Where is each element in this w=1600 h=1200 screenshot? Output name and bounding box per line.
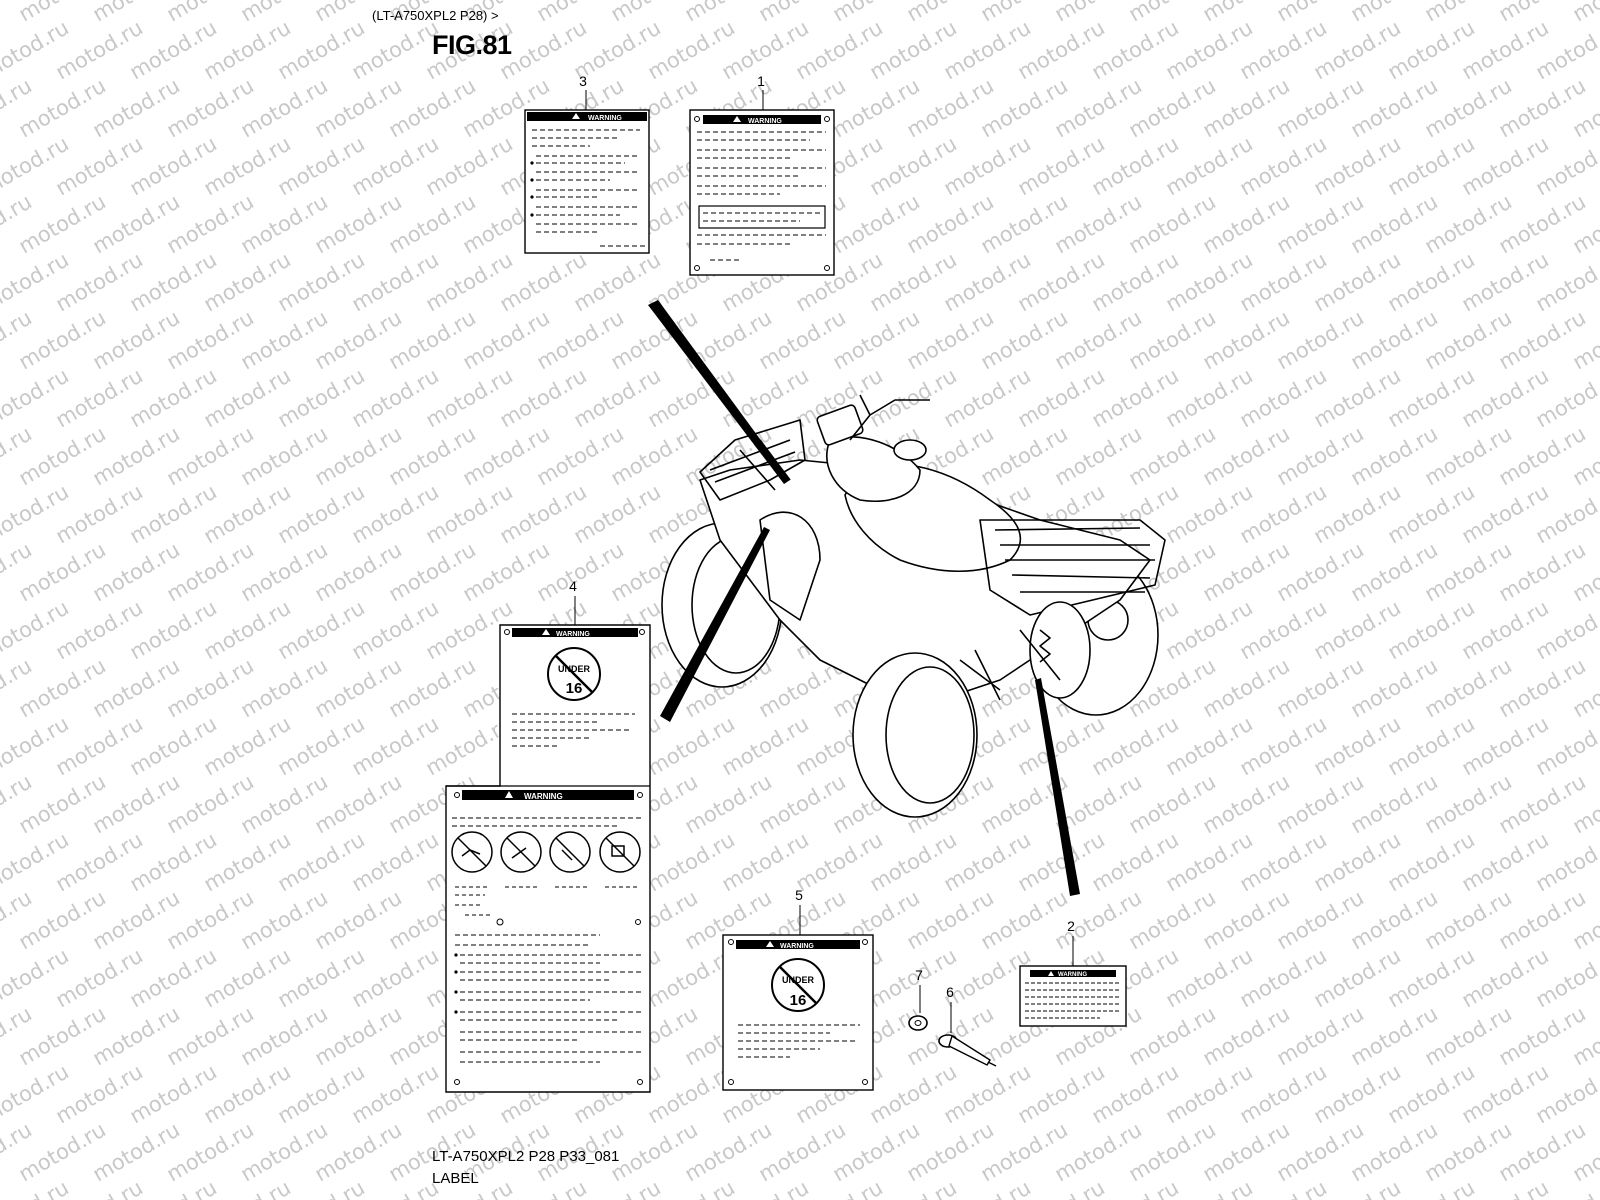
label-4-heading: WARNING [556,631,590,638]
label-1-heading: WARNING [748,118,782,125]
leader-label-2 [1035,678,1080,896]
label-5-badge-line1: UNDER [782,975,815,985]
part-7-washer [908,1015,928,1031]
part-6-rivet [938,1034,997,1067]
callout-4: 4 [569,578,577,594]
label-4-sticker: WARNING UNDER 16 WARNING [445,624,651,1093]
label-4-badge-line2: 16 [566,680,583,697]
callout-1: 1 [757,73,765,89]
callout-2: 2 [1067,918,1075,934]
label-1-sticker: WARNING [689,109,835,276]
model-header: (LT-A750XPL2 P28) > [372,8,499,23]
leader-label-4 [660,527,770,722]
callout-5: 5 [795,887,803,903]
label-3-sticker: WARNING [524,109,650,254]
label-2-heading: WARNING [1058,972,1087,978]
label-2-sticker: WARNING [1019,965,1127,1027]
label-5-sticker: WARNING UNDER 16 [722,934,874,1091]
figure-title: FIG.81 [432,30,512,60]
label-4-badge-line1: UNDER [558,664,591,674]
callout-7: 7 [915,967,923,983]
leader-label-1-3 [648,300,790,484]
callout-3: 3 [579,73,587,89]
label-3-heading: WARNING [588,115,622,122]
label-5-badge-line2: 16 [790,992,807,1009]
label-5-heading: WARNING [780,943,814,950]
atv-illustration [661,394,1166,818]
diagram-code: LT-A750XPL2 P28 P33_081 [432,1148,620,1165]
diagram-name: LABEL [432,1170,479,1187]
label-4-lower-heading: WARNING [524,792,563,801]
callout-6: 6 [946,984,954,1000]
